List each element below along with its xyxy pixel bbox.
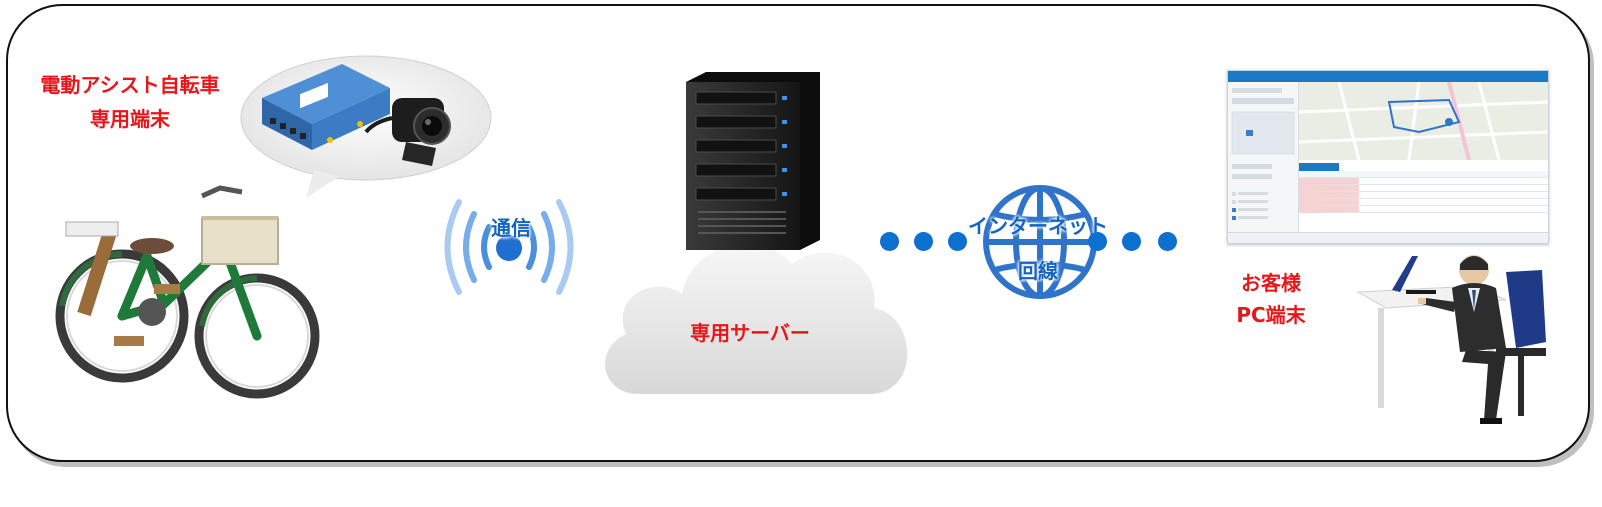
server-label: 専用サーバー: [680, 318, 820, 348]
bike-terminal-label-line2: 専用端末: [30, 104, 230, 134]
dashboard-map: [1299, 82, 1548, 160]
dashboard-sidebar: [1228, 82, 1299, 232]
dashboard-top-bar: [1228, 71, 1548, 82]
connection-dot: [1122, 232, 1141, 251]
businessman-at-desk-illustration: [1356, 252, 1562, 432]
communication-label: 通信: [486, 212, 536, 241]
dashboard-table: [1299, 163, 1548, 233]
customer-label-line2: PC端末: [1216, 300, 1326, 330]
customer-label: お客様 PC端末: [1216, 268, 1326, 330]
internet-label-line2: 回線: [958, 255, 1118, 284]
camera-icon: [372, 92, 468, 178]
connection-dot: [914, 232, 933, 251]
connection-dot: [880, 232, 899, 251]
bike-terminal-label: 電動アシスト自転車 専用端末: [30, 70, 230, 134]
dashboard-status-bar: [1228, 232, 1548, 243]
bicycle-illustration: [52, 176, 312, 406]
connection-dot: [1158, 232, 1177, 251]
bike-terminal-label-line1: 電動アシスト自転車: [30, 70, 230, 100]
customer-label-line1: お客様: [1216, 268, 1326, 298]
wireless-signal-icon: [434, 192, 584, 302]
connection-dot: [1088, 232, 1107, 251]
server-tower-icon: [686, 72, 820, 250]
pc-dashboard-screenshot: [1227, 70, 1549, 244]
